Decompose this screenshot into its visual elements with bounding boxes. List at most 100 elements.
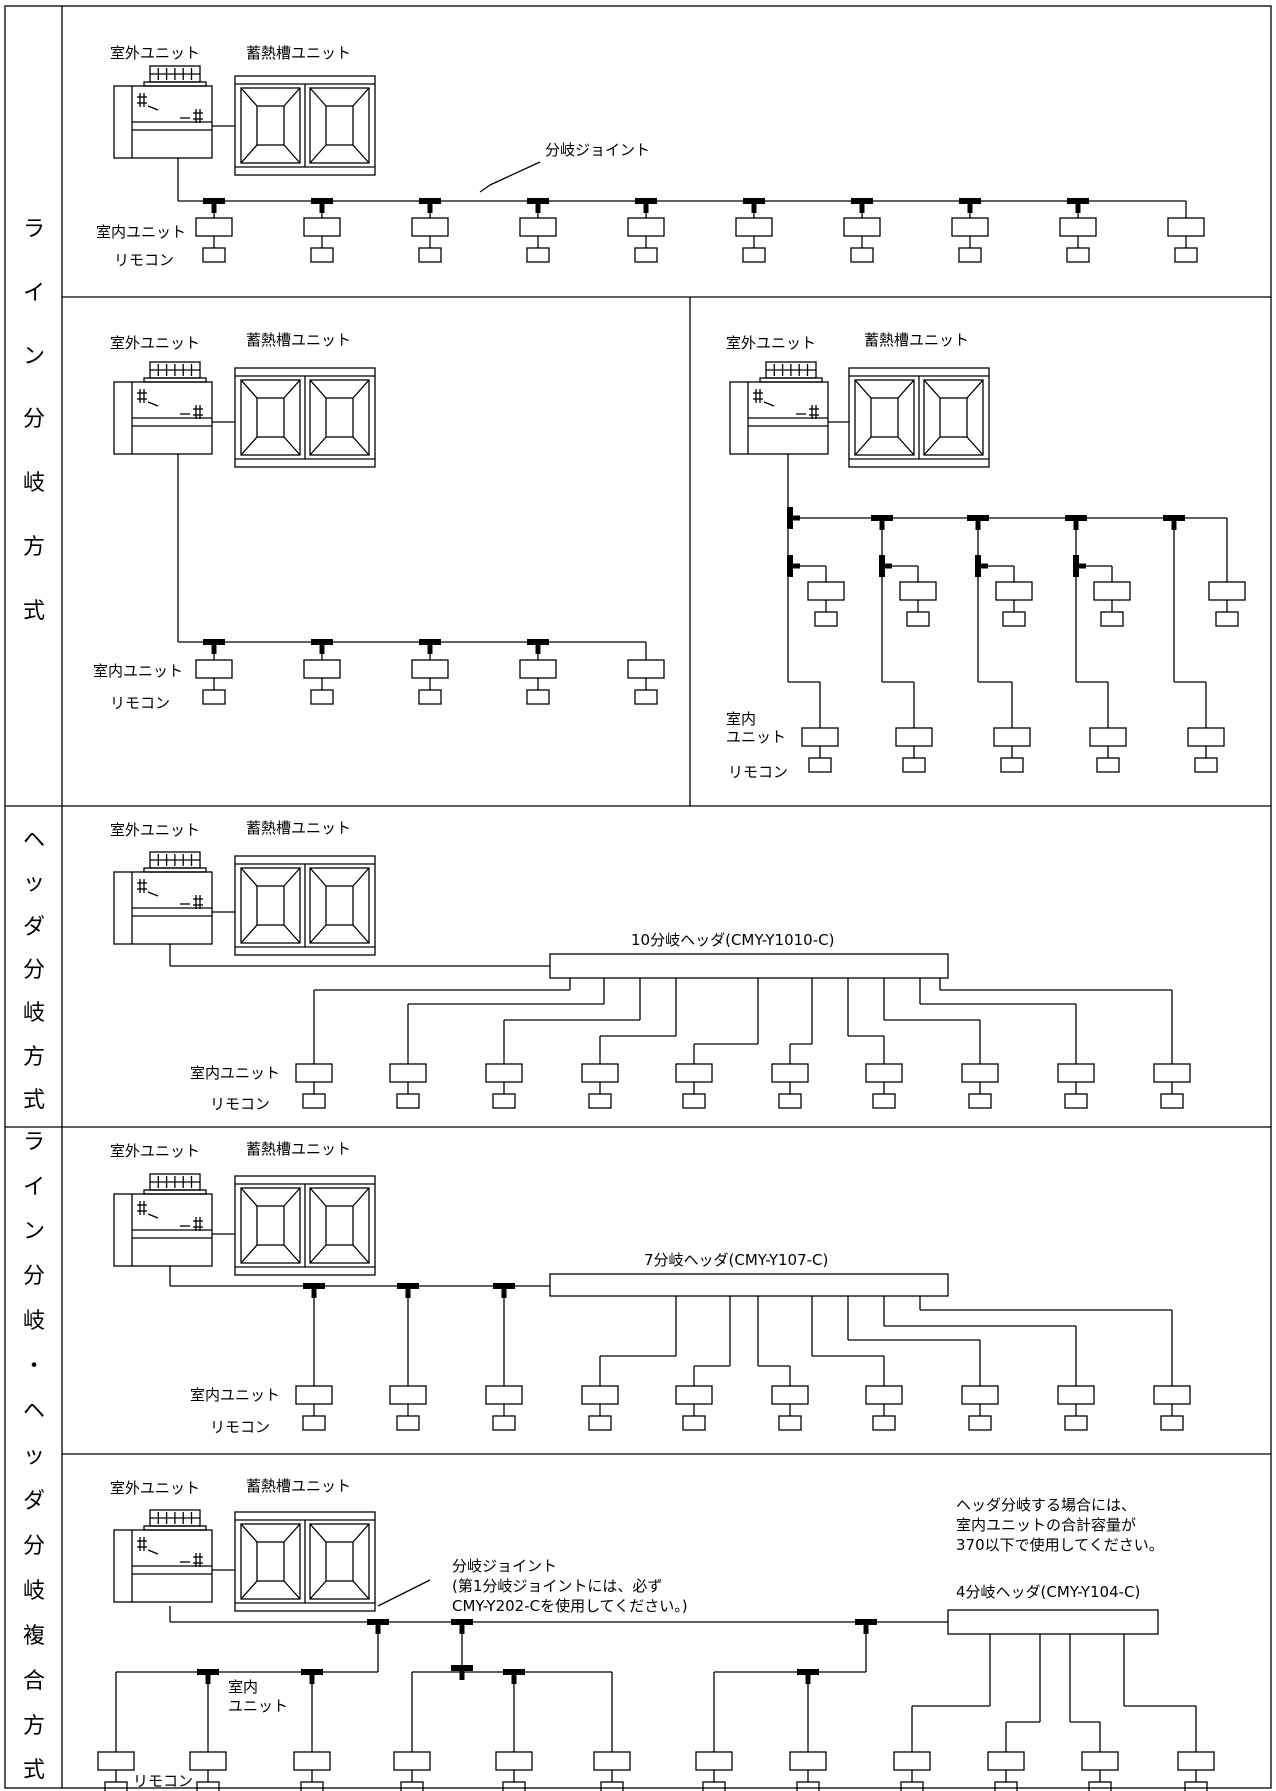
capacity-note-line: ヘッダ分岐する場合には、 [956, 1496, 1136, 1514]
outdoor-unit-label: 室外ユニット [726, 334, 816, 352]
storage-unit [234, 1175, 376, 1276]
indoor-unit [1081, 1751, 1119, 1771]
side-label-char: 岐 [23, 1001, 45, 1026]
indoor-unit [771, 1385, 809, 1405]
indoor-unit [1093, 581, 1131, 601]
indoor-unit [411, 659, 449, 679]
remote-controller [742, 247, 766, 263]
storage-unit-body [234, 855, 376, 956]
storage-unit-body [234, 1175, 376, 1276]
storage-unit-label: 蓄熱槽ユニット [246, 331, 351, 349]
header-label: 7分岐ヘッダ(CMY-Y107-C) [644, 1251, 828, 1269]
side-label-combined: ラ イ ン 分 岐 ・ ヘ ッ ダ 分 岐 複 合 方 式 [23, 1130, 45, 1783]
remote-controller [588, 1093, 612, 1109]
remote-controller [588, 1415, 612, 1431]
indoor-unit [485, 1385, 523, 1405]
remote-controller [1002, 611, 1026, 627]
storage-unit-body [848, 367, 990, 468]
side-label-char: 式 [23, 1758, 45, 1783]
remote-controller [900, 1781, 924, 1791]
indoor-unit [303, 659, 341, 679]
indoor-unit [627, 659, 665, 679]
indoor-unit-label: 室内ユニット [190, 1386, 280, 1404]
remote-controller [778, 1093, 802, 1109]
remote-controller [418, 247, 442, 263]
indoor-unit [771, 1063, 809, 1083]
outdoor-unit-label: 室外ユニット [110, 1142, 200, 1160]
indoor-unit [1187, 727, 1225, 747]
piping-panel-5 [169, 1266, 1191, 1431]
indoor-unit [581, 1385, 619, 1405]
remote-label: リモコン [210, 1095, 270, 1113]
outdoor-unit [113, 361, 213, 455]
diagram-labels: 室外ユニット 蓄熱槽ユニット 分岐ジョイント 室内ユニット リモコン 室外ユニッ… [93, 44, 1164, 1790]
remote-controller [302, 1093, 326, 1109]
side-label-char: ラ [23, 217, 45, 242]
remote-controller [1000, 757, 1024, 773]
indoor-unit [865, 1063, 903, 1083]
remote-controller [310, 689, 334, 705]
remote-controller [104, 1781, 128, 1791]
remote-controller [1066, 247, 1090, 263]
storage-unit-body [234, 1511, 376, 1612]
remote-controller [872, 1415, 896, 1431]
remote-controller [1194, 757, 1218, 773]
indoor-unit [951, 217, 989, 237]
joint-note-line: (第1分岐ジョイントには、必ず [452, 1577, 662, 1595]
indoor-unit [389, 1385, 427, 1405]
diagram-frame [4, 5, 1272, 1789]
storage-unit-body [234, 367, 376, 468]
remote-controller [634, 247, 658, 263]
indoor-unit [675, 1385, 713, 1405]
side-label-char: 複 [23, 1624, 45, 1649]
remote-label: リモコン [110, 694, 170, 712]
indoor-unit [195, 217, 233, 237]
indoor-unit [961, 1063, 999, 1083]
remote-controller [1215, 611, 1239, 627]
side-label-char: ン [23, 344, 45, 369]
side-label-char: ヘ [23, 1399, 45, 1424]
indoor-unit [593, 1751, 631, 1771]
storage-unit [234, 75, 376, 176]
remote-controller [1160, 1093, 1184, 1109]
side-label-char: 方 [23, 1714, 45, 1739]
joint-note-line: CMY-Y202-Cを使用してください。) [452, 1597, 688, 1615]
outdoor-unit [113, 851, 213, 945]
side-label-char: 岐 [23, 1579, 45, 1604]
remote-controller [1160, 1415, 1184, 1431]
remote-controller [796, 1781, 820, 1791]
indoor-unit [1153, 1385, 1191, 1405]
indoor-unit [581, 1063, 619, 1083]
storage-unit [234, 1511, 376, 1612]
remote-controller [968, 1415, 992, 1431]
remote-controller [202, 247, 226, 263]
remote-controller [302, 1415, 326, 1431]
remote-controller [778, 1415, 802, 1431]
remote-controller [202, 689, 226, 705]
remote-controller [526, 689, 550, 705]
branch-joint-label: 分岐ジョイント [545, 141, 650, 159]
indoor-unit [295, 1063, 333, 1083]
remote-controller [682, 1415, 706, 1431]
side-label-char: ダ [23, 915, 45, 940]
branch-joint-label: 分岐ジョイント [452, 1557, 557, 1575]
remote-controller [634, 689, 658, 705]
indoor-unit-label: 室内ユニット [190, 1064, 280, 1082]
side-label-line-branch: ラ イ ン 分 岐 方 式 [23, 217, 45, 624]
header-4-branch [947, 1609, 1159, 1635]
remote-controller [682, 1093, 706, 1109]
indoor-unit [389, 1063, 427, 1083]
indoor-unit [627, 217, 665, 237]
side-label-char: 分 [23, 407, 45, 432]
remote-controller [310, 247, 334, 263]
side-label-char: 岐 [23, 471, 45, 496]
remote-controller [1100, 611, 1124, 627]
storage-unit-label: 蓄熱槽ユニット [246, 44, 351, 62]
remote-controller [1184, 1781, 1208, 1791]
side-label-char: ッ [23, 1444, 45, 1469]
storage-unit-label: 蓄熱槽ユニット [246, 1477, 351, 1495]
remote-controller [492, 1415, 516, 1431]
outdoor-unit-label: 室外ユニット [110, 44, 200, 62]
remote-controller [958, 247, 982, 263]
